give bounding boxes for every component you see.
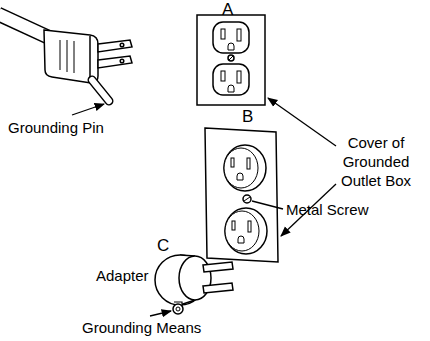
three-prong-plug-part bbox=[67, 40, 68, 72]
outlet-cover-front-part bbox=[221, 71, 225, 81]
outlet-cover-angled-part bbox=[248, 221, 251, 232]
grounding-adapter-part bbox=[203, 262, 233, 272]
figure-letter: B bbox=[242, 107, 253, 126]
leader-line bbox=[252, 201, 283, 209]
outlet-cover-angled-part bbox=[243, 195, 251, 203]
three-prong-plug-part bbox=[89, 36, 91, 82]
leader-arrow bbox=[268, 98, 336, 146]
leader-arrow bbox=[72, 104, 104, 115]
outlet-cover-front bbox=[197, 15, 265, 105]
part-label: Cover of Grounded Outlet Box bbox=[330, 133, 422, 190]
outlet-cover-angled-part bbox=[232, 221, 235, 230]
outlet-cover-angled-part bbox=[244, 197, 250, 201]
figure-letter: A bbox=[222, 0, 233, 19]
figure-letter: C bbox=[157, 236, 169, 255]
part-label: Grounding Means bbox=[82, 318, 201, 337]
outlet-cover-front-part bbox=[228, 85, 234, 92]
outlet-cover-angled-part bbox=[205, 128, 278, 262]
outlet-cover-front-part bbox=[237, 29, 241, 41]
outlet-cover-angled-part bbox=[224, 148, 258, 188]
outlet-cover-angled-part bbox=[237, 173, 243, 180]
three-prong-plug-part bbox=[98, 40, 132, 52]
outlet-cover-angled-part bbox=[231, 158, 234, 167]
outlet-cover-front-part bbox=[228, 43, 234, 50]
three-prong-plug-part bbox=[74, 41, 75, 73]
part-label: Metal Screw bbox=[286, 200, 369, 219]
leader-arrow bbox=[150, 311, 171, 316]
three-prong-plug-part bbox=[44, 30, 98, 83]
outlet-cover-front-part bbox=[213, 64, 249, 95]
outlet-cover-angled-part bbox=[225, 208, 267, 254]
three-prong-plug-part bbox=[0, 14, 50, 38]
part-label: Grounding Pin bbox=[8, 118, 104, 137]
three-prong-plug-part bbox=[98, 56, 132, 68]
outlet-cover-angled-part bbox=[225, 211, 259, 251]
outlet-cover-front-part bbox=[213, 22, 249, 53]
three-prong-plug-part bbox=[92, 80, 109, 101]
outlet-cover-front-part bbox=[229, 56, 233, 60]
outlet-cover-angled-part bbox=[247, 158, 250, 169]
three-prong-plug bbox=[0, 14, 132, 101]
outlet-cover-front-part bbox=[197, 15, 265, 105]
grounding-adapter bbox=[155, 255, 233, 314]
part-label: Adapter bbox=[96, 266, 149, 285]
grounding-adapter-part bbox=[176, 307, 180, 311]
three-prong-plug-part bbox=[92, 80, 109, 101]
outlet-cover-front-part bbox=[221, 29, 225, 39]
grounding-adapter-part bbox=[173, 304, 183, 314]
three-prong-plug-part bbox=[120, 43, 124, 47]
grounding-adapter-part bbox=[203, 283, 233, 293]
outlet-cover-front-part bbox=[228, 55, 234, 61]
outlet-cover-angled-part bbox=[238, 236, 244, 243]
three-prong-plug-part bbox=[120, 59, 124, 63]
outlet-cover-angled-part bbox=[224, 145, 266, 191]
three-prong-plug-part bbox=[0, 14, 50, 38]
outlet-cover-front-part bbox=[237, 71, 241, 83]
outlet-cover-angled bbox=[205, 128, 278, 262]
three-prong-plug-part bbox=[60, 40, 61, 70]
